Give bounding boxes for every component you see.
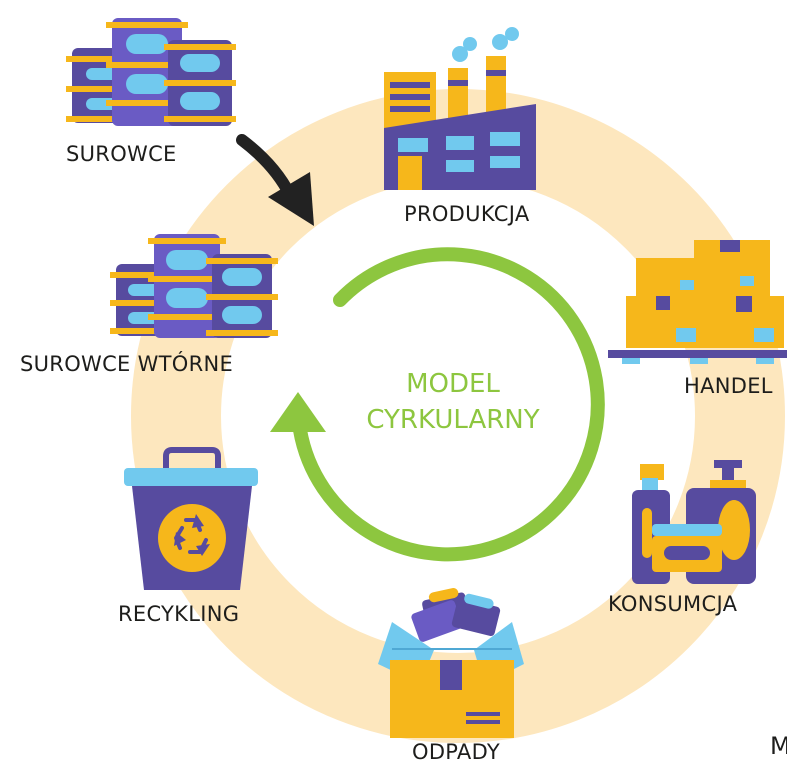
center-title-line2: CYRKULARNY — [366, 405, 540, 435]
label-handel: HANDEL — [684, 374, 773, 398]
label-surowce-wtorne: SUROWCE WTÓRNE — [20, 352, 234, 376]
secondary-materials-barrels-icon — [110, 234, 278, 338]
label-produkcja: PRODUKCJA — [404, 202, 530, 226]
boxes-on-pallet-icon — [608, 240, 787, 364]
recycling-bin-icon — [124, 447, 258, 590]
center-title-line1: MODEL — [406, 369, 500, 399]
label-recykling: RECYKLING — [118, 602, 240, 626]
corner-text: M — [770, 732, 787, 760]
label-konsumcja: KONSUMCJA — [608, 592, 738, 616]
factory-icon — [384, 27, 536, 190]
cosmetics-products-icon — [632, 460, 756, 584]
raw-materials-barrels-icon — [66, 18, 236, 126]
label-surowce: SUROWCE — [66, 142, 177, 166]
center-title: MODEL CYRKULARNY — [340, 366, 566, 438]
label-odpady: ODPADY — [412, 740, 501, 764]
cycle-arrow — [270, 247, 605, 562]
input-arrow — [236, 134, 314, 226]
waste-box-icon — [378, 588, 524, 738]
